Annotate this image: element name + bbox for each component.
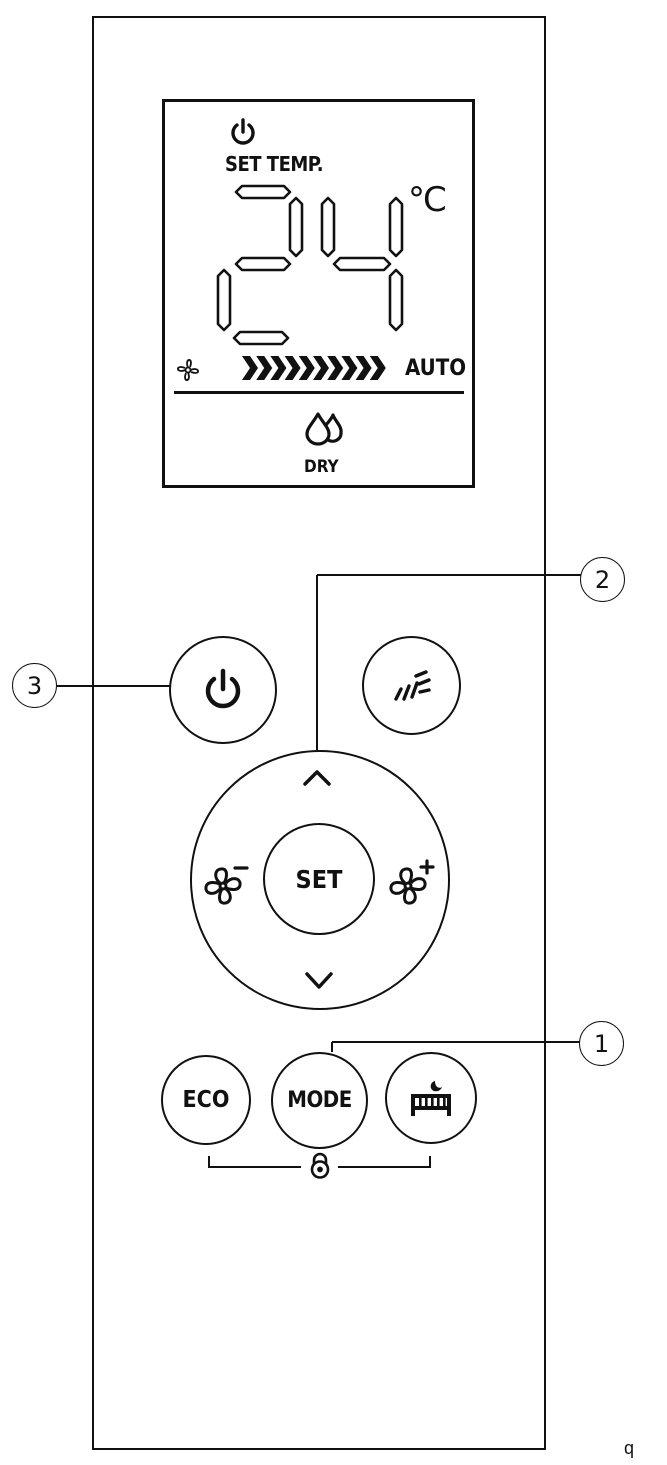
fan-minus-icon — [204, 866, 249, 905]
display-fan-icon — [177, 359, 199, 381]
display-mode-drops-icon — [305, 412, 343, 446]
chevron-up-icon — [303, 770, 331, 786]
callout-2: 2 — [580, 557, 625, 602]
mode-button[interactable]: MODE — [271, 1052, 368, 1149]
fan-speed-chevron — [313, 356, 329, 380]
footer-text: q — [624, 1438, 635, 1458]
temperature-digits — [216, 184, 404, 346]
sleep-button[interactable] — [385, 1052, 477, 1144]
fan-speed-chevron — [270, 356, 287, 380]
set-button[interactable]: SET — [263, 823, 375, 935]
fan-speed-chevron — [242, 356, 258, 380]
fan-speed-chevron — [298, 356, 315, 380]
callout-1: 1 — [579, 1021, 624, 1066]
fan-speed-chevron — [355, 356, 372, 380]
lcd-display — [162, 99, 475, 488]
temperature-unit: °C — [408, 180, 447, 220]
fan-plus-icon — [389, 859, 435, 905]
fan-speed-chevron — [284, 356, 301, 380]
mode-label: DRY — [304, 457, 339, 477]
fan-speed-chevron — [341, 356, 358, 380]
set-temp-label: SET TEMP. — [225, 152, 324, 176]
temp-down-button[interactable] — [302, 968, 336, 992]
display-power-icon — [231, 118, 255, 145]
eco-button[interactable]: ECO — [161, 1055, 251, 1145]
fan-speed-chevron — [369, 356, 386, 380]
swing-button[interactable] — [362, 636, 461, 735]
display-divider — [174, 391, 464, 394]
fan-speed-label: AUTO — [405, 356, 467, 381]
power-icon — [205, 668, 241, 709]
temp-up-button[interactable] — [300, 766, 334, 788]
power-button[interactable] — [169, 636, 277, 744]
lock-icon — [310, 1152, 330, 1179]
sleep-bed-icon — [411, 1081, 451, 1116]
callout-3: 3 — [12, 663, 57, 708]
fan-down-button[interactable] — [203, 863, 251, 907]
swing-icon — [393, 669, 431, 701]
fan-speed-chevron — [327, 356, 344, 380]
fan-speed-chevron — [256, 356, 273, 380]
fan-up-button[interactable] — [388, 858, 438, 906]
fan-speed-bars — [242, 356, 386, 380]
chevron-down-icon — [305, 972, 333, 989]
